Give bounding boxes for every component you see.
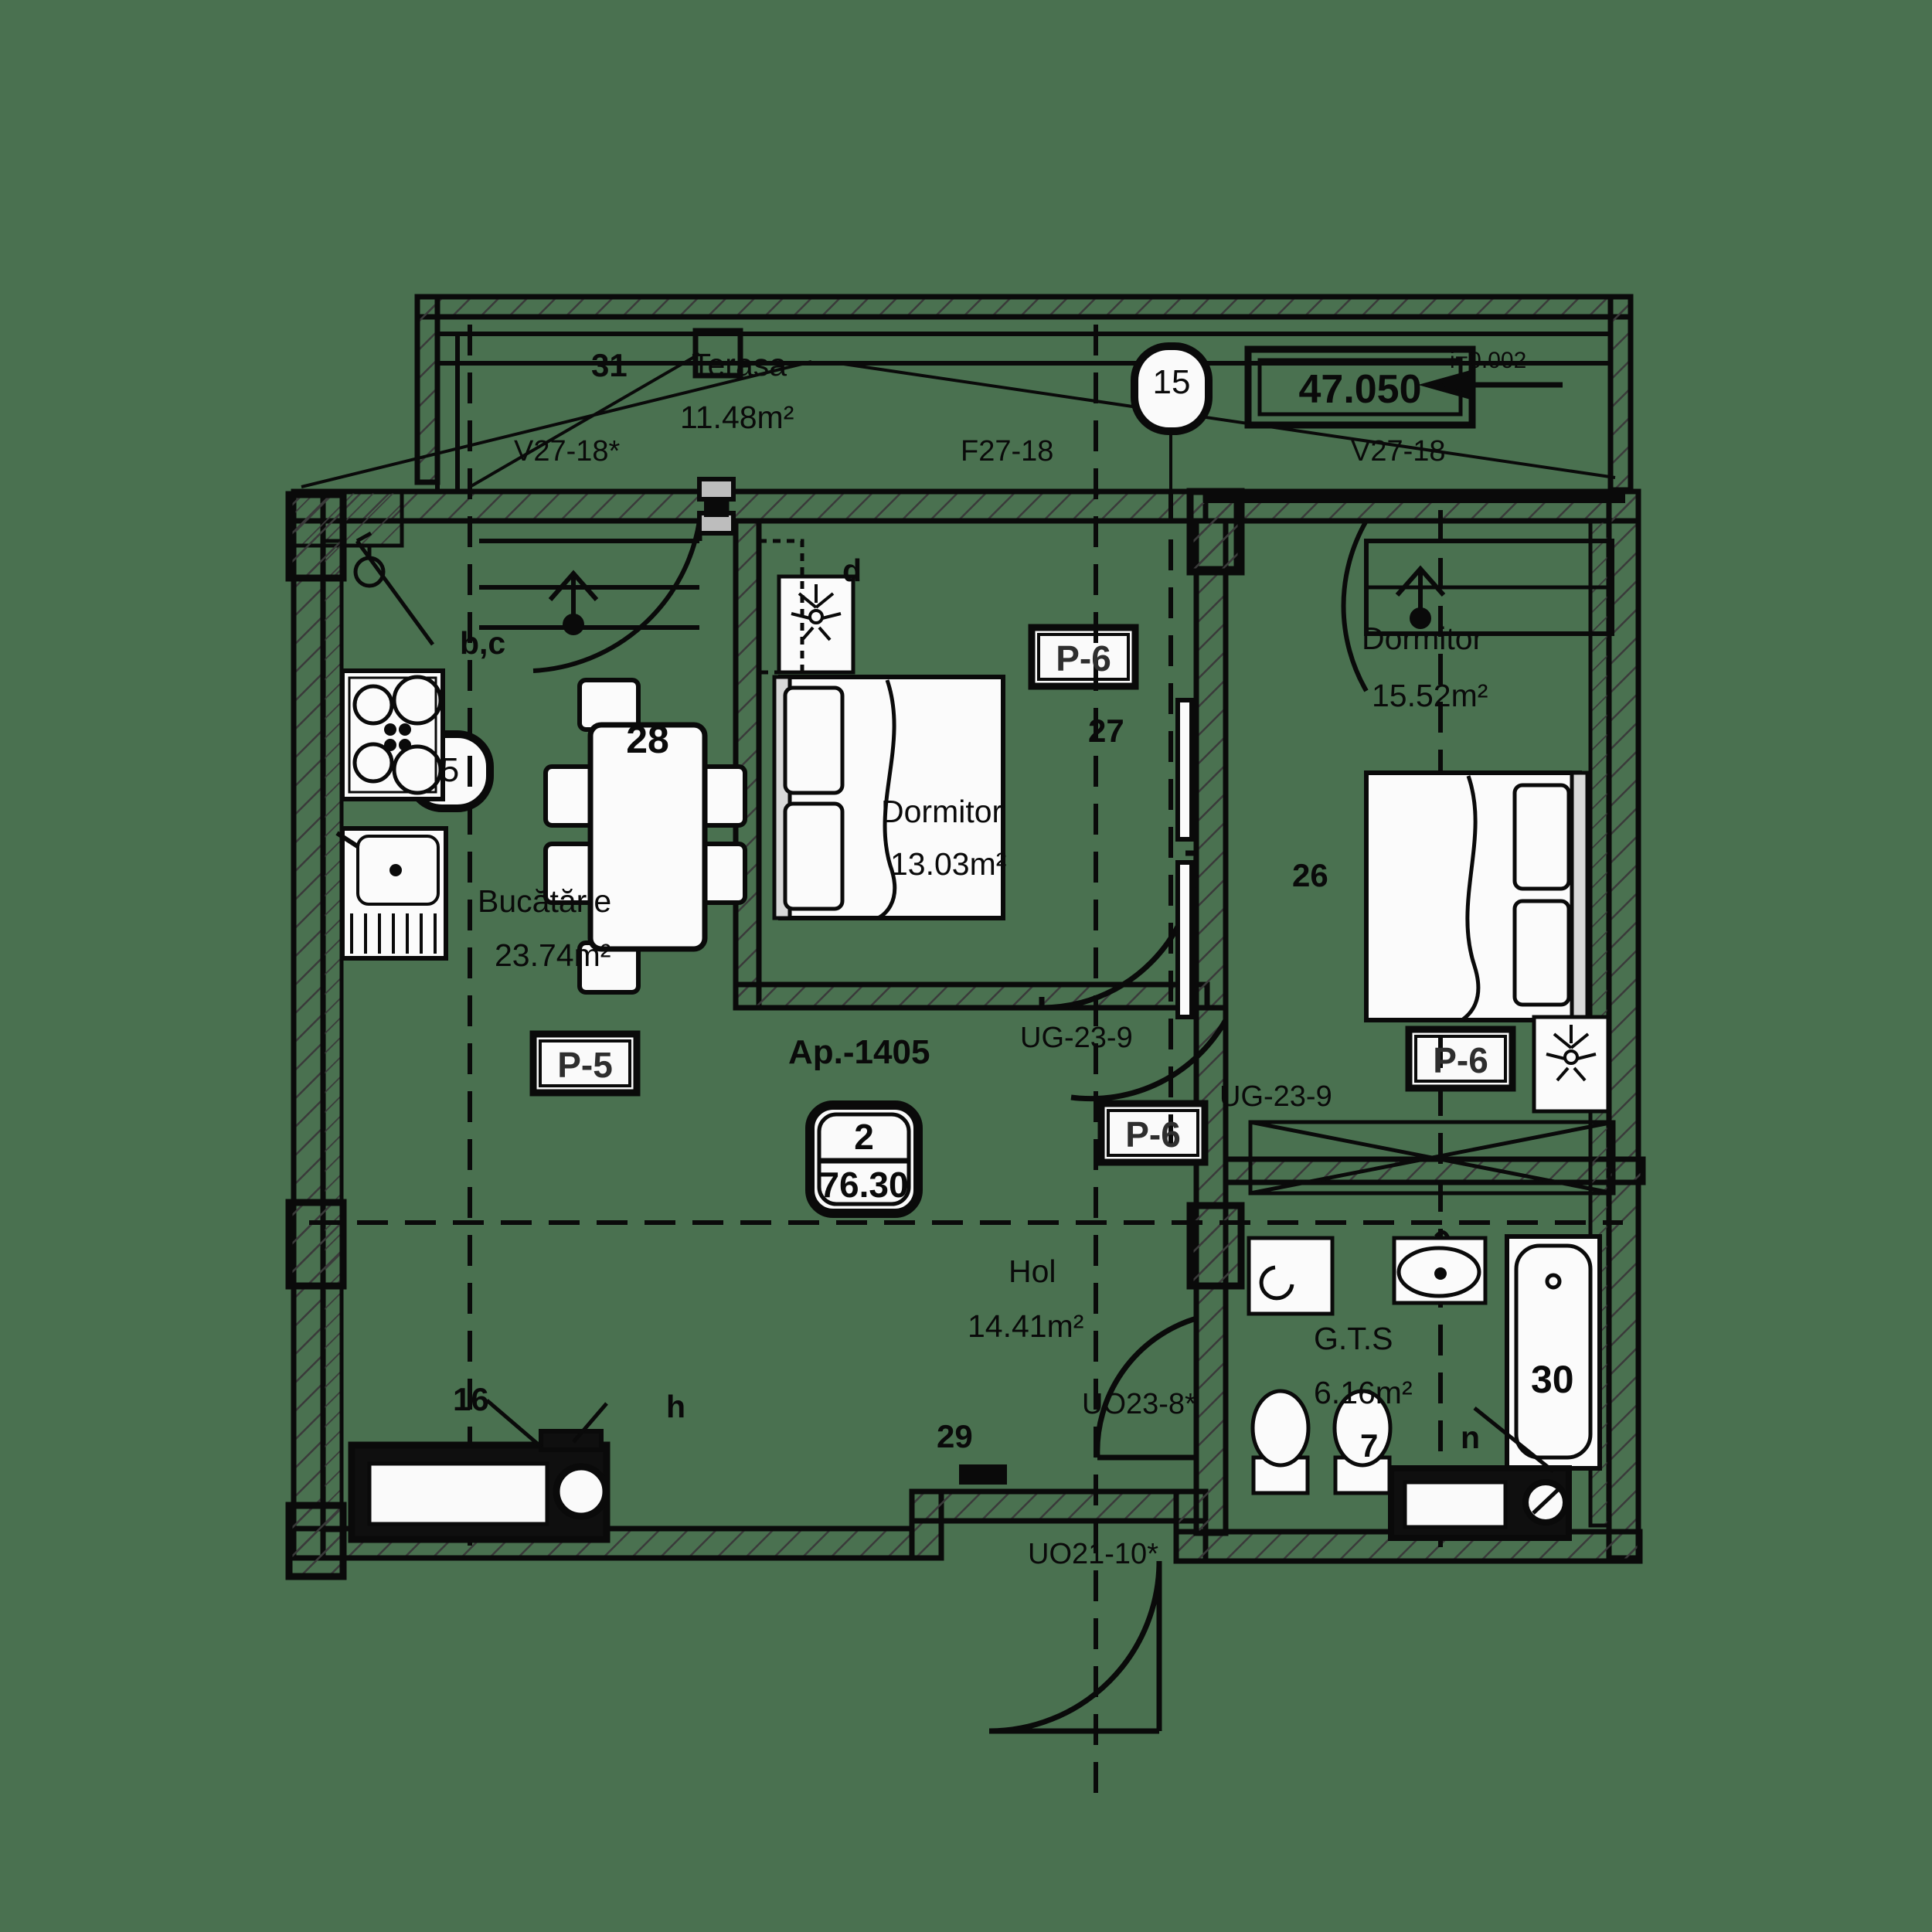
room-name-dormitor-15: Dormitor [1362,621,1484,656]
furniture-tag-27: 27 [1088,713,1124,749]
room-area-dormitor-13: 13.03m² [890,846,1007,882]
slope-note: i=0.002 [1450,348,1527,373]
finish-tag-p6-right: P-6 [1433,1040,1488,1080]
axis-marker-15: 15 [1152,363,1191,401]
furniture-tag-31: 31 [591,347,628,383]
furniture-tag-30: 30 [1531,1358,1574,1401]
dining-table-set [543,678,747,995]
door-code-ug-23-9-a: UG-23-9 [1020,1022,1133,1054]
window-code-v27-18-star: V27-18* [514,435,621,468]
letter-tag-d: d [842,553,862,588]
room-name-hol: Hol [1009,1253,1056,1289]
furniture-tag-29: 29 [937,1418,973,1454]
badge-area: 76.30 [819,1165,909,1205]
room-area-gts: 6.16m² [1314,1375,1413,1410]
room-area-bucatarie: 23.74m² [495,937,611,973]
slope-arrow [1418,369,1563,401]
room-name-gts: G.T.S [1314,1321,1393,1356]
furniture-tag-16: 16 [453,1381,489,1417]
badge-rooms: 2 [854,1117,874,1157]
furniture-tag-7: 7 [1360,1427,1379,1464]
window-code-v27-18: V27-18 [1351,435,1446,468]
finish-tag-boxes [529,624,1516,1166]
column-layer [285,488,1245,1580]
letter-tag-h: h [666,1389,686,1424]
door-code-ug-23-9-b: UG-23-9 [1219,1080,1332,1113]
room-area-dormitor-15: 15.52m² [1372,678,1488,713]
room-area-terasa: 11.48m² [680,400,794,435]
room-name-bucatarie: Bucătărie [478,883,612,919]
room-name-terasa: Terasa [692,347,787,383]
level-marker-value: 47.050 [1298,367,1422,412]
door-code-uo21-10: UO21-10* [1028,1538,1158,1570]
axis-marker-5: 5 [440,751,460,789]
bed-13 [772,574,1005,920]
apartment-badge [805,1100,923,1218]
finish-tag-p5: P-5 [557,1045,613,1085]
room-name-dormitor-13: Dormitor [881,794,1003,829]
bed-15 [1341,519,1614,1114]
finish-tag-p6-hall: P-6 [1125,1114,1181,1155]
terrace-railing [435,317,1611,492]
letter-tag-n: n [1461,1420,1481,1455]
furniture-tag-28: 28 [626,718,669,761]
bathroom-fixtures [1247,1120,1616,1541]
finish-tag-p6-top: P-6 [1056,638,1111,679]
window-layer [697,477,1194,1019]
room-area-hol: 14.41m² [968,1308,1084,1344]
axis-bubble-15 [1131,342,1213,435]
axis-grid [309,325,1623,1801]
furniture-tag-26: 26 [1292,857,1328,893]
door-code-uo23-8: UO23-8* [1082,1388,1196,1420]
wall-detail [959,489,1625,1485]
kitchen-fixtures [335,520,702,1543]
apartment-label: Ap.-1405 [788,1033,930,1071]
window-code-f27-18: F27-18 [961,435,1054,468]
letter-tag-bc: b,c [460,625,506,661]
